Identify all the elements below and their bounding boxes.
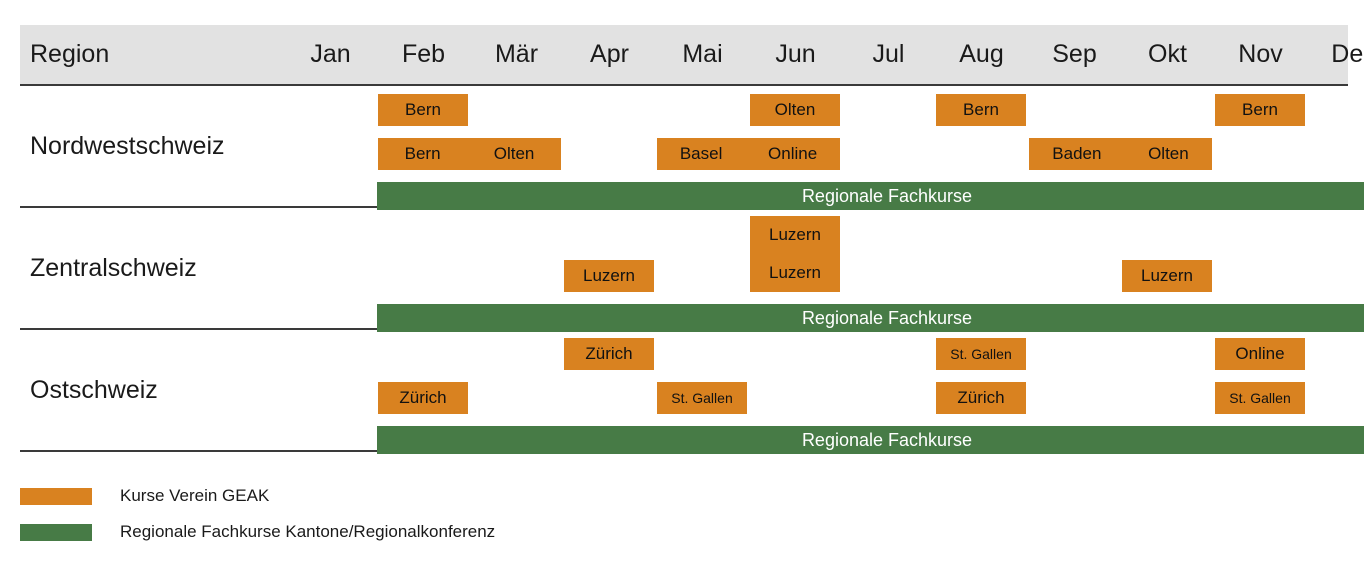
course-bar-label: Olten — [1148, 144, 1189, 163]
region-name-nordwestschweiz: Nordwestschweiz — [30, 131, 225, 160]
course-bar-label: Online — [1235, 344, 1285, 363]
course-bar[interactable]: Zürich — [564, 338, 654, 370]
region-name-zentralschweiz: Zentralschweiz — [30, 253, 197, 282]
month-header-jul: Jul — [872, 40, 905, 68]
regional-course-bar-label: Regionale Fachkurse — [801, 429, 973, 450]
legend: Kurse Verein GEAK Regionale Fachkurse Kan… — [20, 484, 920, 556]
month-header-okt: Okt — [1148, 40, 1187, 68]
regional-course-bar[interactable]: Regionale Fachkurse — [377, 426, 1364, 454]
course-bar-label: St. Gallen — [671, 390, 733, 406]
legend-item: Regionale Fachkurse Kantone/Regionalkonf… — [20, 520, 920, 556]
course-bar-label: Baden — [1052, 144, 1102, 163]
course-bar-label: Zürich — [585, 344, 633, 363]
course-bar[interactable]: Luzern — [564, 260, 654, 292]
course-bar[interactable]: Online — [1215, 338, 1305, 370]
legend-item: Kurse Verein GEAK — [20, 484, 920, 520]
legend-label: Regionale Fachkurse Kantone/Regionalkonf… — [120, 522, 496, 541]
course-bar-label: St. Gallen — [950, 346, 1012, 362]
month-header-feb: Feb — [401, 40, 446, 68]
course-bar[interactable]: Basel Online — [657, 138, 840, 170]
course-bar[interactable]: Bern — [1215, 94, 1305, 126]
course-bar[interactable]: Luzern — [1122, 260, 1212, 292]
month-header-dez: Dez — [1331, 40, 1364, 68]
legend-swatch-course — [20, 488, 92, 505]
header-region-label: Region — [30, 40, 110, 68]
course-bar-label: St. Gallen — [1229, 390, 1291, 406]
regional-course-bar-label: Regionale Fachkurse — [801, 185, 973, 206]
course-bar[interactable]: Bern — [936, 94, 1026, 126]
table-header-row: Region Jan Feb Mär Apr Mai Jun Jul Aug Sep Okt Nov… — [20, 25, 1364, 84]
month-header-jan: Jan — [310, 40, 351, 68]
month-header-apr: Apr — [590, 40, 629, 68]
course-bar-label: Olten — [774, 100, 816, 119]
regional-course-bar[interactable]: Regionale Fachkurse — [377, 182, 1364, 210]
legend-swatch-regional — [20, 524, 92, 541]
course-bar-label: Luzern — [1141, 266, 1193, 285]
course-bar[interactable]: Bern Olten — [378, 138, 561, 170]
course-bar-label: Online — [768, 144, 818, 163]
course-bar-label: Bern — [1242, 100, 1278, 119]
course-bar[interactable]: Baden Olten — [1029, 138, 1212, 170]
region-name-ostschweiz: Ostschweiz — [30, 375, 158, 404]
month-header-mai: Mai — [682, 40, 723, 68]
course-bar-label: Luzern — [769, 225, 821, 244]
course-bar-label: Zürich — [399, 388, 447, 407]
course-bar-label: Bern — [963, 100, 999, 119]
regional-course-bar[interactable]: Regionale Fachkurse — [377, 304, 1364, 332]
course-bar[interactable]: St. Gallen — [657, 382, 747, 414]
course-bar-label: Luzern — [583, 266, 635, 285]
month-header-nov: Nov — [1238, 40, 1283, 68]
legend-label: Kurse Verein GEAK — [120, 486, 270, 505]
month-header-aug: Aug — [959, 40, 1004, 68]
course-bar-label: Luzern — [769, 263, 821, 282]
course-bar-label: Bern — [405, 100, 441, 119]
course-bar[interactable]: St. Gallen — [1215, 382, 1305, 414]
course-bar[interactable]: Zürich — [936, 382, 1026, 414]
course-bar[interactable]: Olten — [750, 94, 840, 126]
course-bar-label: Bern — [404, 144, 441, 163]
header-bottom-rule — [20, 84, 1348, 86]
schedule-table: Region Jan Feb Mär Apr Mai Jun Jul Aug Sep Okt Nov… — [20, 25, 1364, 454]
course-bar-label: Olten — [493, 144, 535, 163]
regional-course-bar-label: Regionale Fachkurse — [801, 307, 973, 328]
month-header-sep: Sep — [1052, 40, 1097, 68]
course-bar[interactable]: St. Gallen — [936, 338, 1026, 370]
course-bar[interactable]: Zürich — [378, 382, 468, 414]
course-bar[interactable]: Bern — [378, 94, 468, 126]
course-bar-label: Basel — [679, 144, 723, 163]
course-bar-label: Zürich — [957, 388, 1005, 407]
month-header-jun: Jun — [775, 40, 816, 68]
month-header-mär: Mär — [494, 40, 539, 68]
